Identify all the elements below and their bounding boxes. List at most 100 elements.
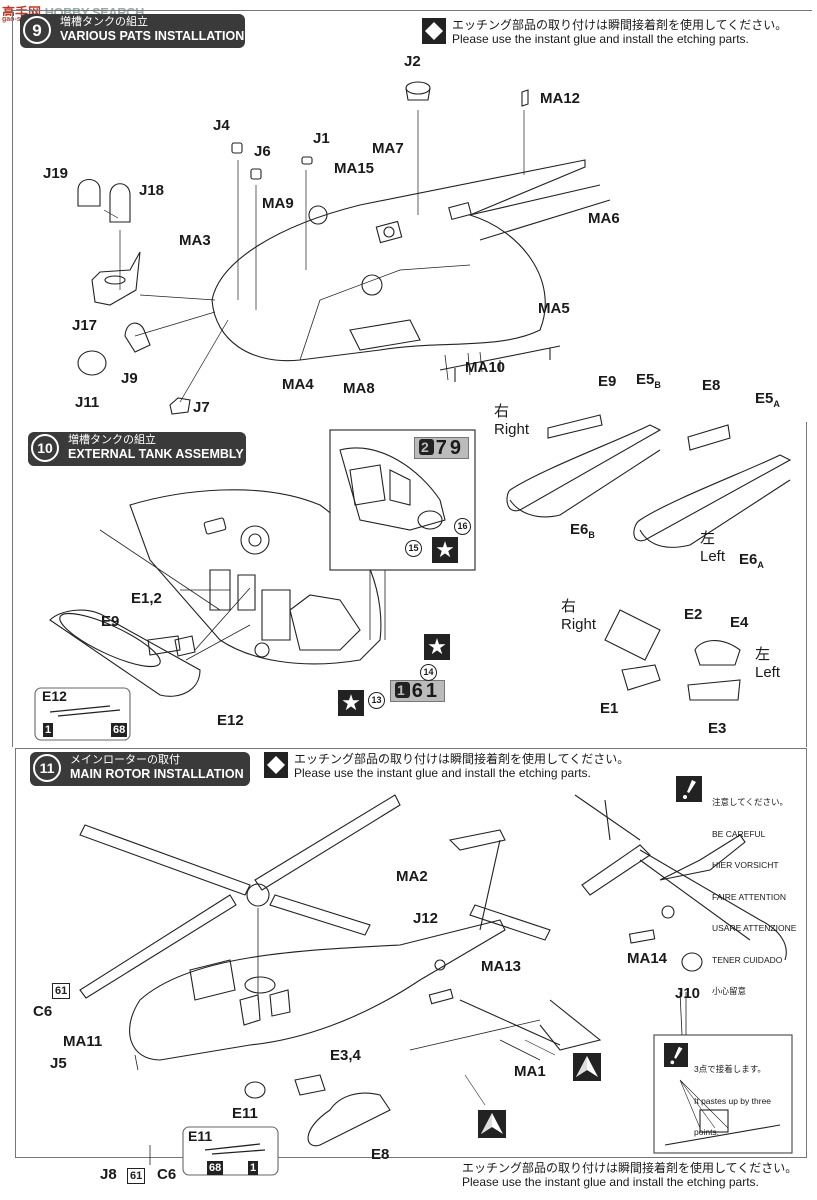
part-label-J4: J4 <box>213 117 230 134</box>
step-title-en: MAIN ROTOR INSTALLATION <box>70 767 244 781</box>
etching-note-en: Please use the instant glue and install … <box>294 766 591 780</box>
etching-note-en: Please use the instant glue and install … <box>462 1175 759 1189</box>
step-title-jp: メインローターの取付 <box>70 754 180 766</box>
three-point-note-en: points. <box>694 1127 720 1137</box>
inset-title-E12: E12 <box>42 688 67 704</box>
part-label-MA9: MA9 <box>262 195 294 212</box>
part-label-E9: E9 <box>101 613 120 630</box>
decal-callout-16: 16 <box>454 518 471 535</box>
part-label-E11: E11 <box>232 1105 258 1122</box>
part-label-E2: E2 <box>684 606 703 623</box>
side-label-jp: 右 <box>561 598 577 615</box>
step10-pylon-drawings <box>604 609 741 701</box>
color-chip-1: 1 <box>248 1161 259 1175</box>
part-label-E12: E12 <box>217 712 244 729</box>
label-subscript: A <box>757 560 764 570</box>
step9-loose-parts <box>77 81 561 415</box>
decal-callout-13: 13 <box>368 692 385 709</box>
caution-line: 注意してください。 <box>712 797 788 807</box>
step-header-10: 10 増槽タンクの組立 EXTERNAL TANK ASSEMBLY <box>28 432 246 466</box>
three-point-note-en: It pastes up by three <box>694 1095 772 1106</box>
side-label-en: Left <box>755 664 781 681</box>
caution-text: 注意してください。 BE CAREFUL HIER VORSICHT FAIRE… <box>712 776 796 1007</box>
decal-callout-15: 15 <box>405 540 422 557</box>
part-label-MA10: MA10 <box>465 359 506 376</box>
part-label-J18: J18 <box>139 182 165 199</box>
exclamation-icon <box>664 1043 688 1067</box>
part-label-MA4: MA4 <box>282 376 314 393</box>
part-label-J11: J11 <box>75 394 100 411</box>
inset-title-E11: E11 <box>188 1128 213 1144</box>
star-decal-icon: ★ <box>432 537 458 563</box>
etching-note-jp: エッチング部品の取り付けは瞬間接着剤を使用してください。 <box>462 1161 798 1175</box>
paint-code-circle: 1 <box>395 682 410 698</box>
part-label-MA8: MA8 <box>343 380 375 397</box>
paint-code-circle: 2 <box>419 439 434 455</box>
diamond-icon <box>422 18 446 44</box>
part-label-MA11: MA11 <box>63 1033 103 1050</box>
etching-note-step11: エッチング部品の取り付けは瞬間接着剤を使用してください。 Please use … <box>264 752 630 780</box>
caution-line: FAIRE ATTENTION <box>712 891 786 902</box>
step-header-11: 11 メインローターの取付 MAIN ROTOR INSTALLATION <box>30 752 250 786</box>
color-chip-1: 1 <box>43 723 54 737</box>
decal-callout-14: 14 <box>420 664 437 681</box>
label-subscript: A <box>773 399 780 409</box>
step9-fuselage-drawing <box>103 110 611 403</box>
three-point-note-jp: 3点で接着します。 <box>694 1064 766 1074</box>
color-chip-68: 68 <box>111 723 128 737</box>
part-label-E6B: E6B <box>570 521 595 540</box>
color-chip-61: 61 <box>127 1168 146 1184</box>
part-label-J7: J7 <box>193 399 210 416</box>
label-text: E5 <box>755 390 774 407</box>
side-label-jp: 左 <box>755 646 771 663</box>
diamond-icon <box>264 752 288 778</box>
label-subscript: B <box>654 380 661 390</box>
step11-fuselage-drawing <box>129 829 551 1165</box>
etching-mark-icon <box>573 1053 601 1081</box>
part-label-E3-4: E3,4 <box>330 1047 361 1064</box>
part-label-MA13: MA13 <box>481 958 522 975</box>
part-label-J9: J9 <box>121 370 138 387</box>
caution-line: TENER CUIDADO <box>712 954 783 965</box>
caution-line: 小心留意 <box>712 986 747 996</box>
caution-line: USARE ATTENZIONE <box>712 923 797 933</box>
etching-note-en: Please use the instant glue and install … <box>452 32 749 46</box>
three-point-note: 3点で接着します。 It pastes up by three points. <box>694 1043 771 1148</box>
step-header-9: 9 増槽タンクの組立 VARIOUS PATS INSTALLATION <box>20 14 245 48</box>
section-frame-step11 <box>15 748 807 1158</box>
star-decal-icon: ★ <box>338 690 364 716</box>
step10-tank-drawings <box>506 414 792 548</box>
part-label-C6: C6 <box>33 1003 53 1020</box>
star-decal-icon: ★ <box>424 634 450 660</box>
step11-tail-drawing <box>428 959 602 1051</box>
etching-note-jp: エッチング部品の取り付けは瞬間接着剤を使用してください。 <box>294 752 630 766</box>
label-subscript: B <box>588 530 595 540</box>
color-chip-68: 68 <box>207 1161 224 1175</box>
part-label-J1: J1 <box>313 130 330 147</box>
part-label-E5B: E5B <box>636 371 661 390</box>
part-label-E8-left: E8 <box>702 377 721 394</box>
etching-note-jp: エッチング部品の取り付けは瞬間接着剤を使用してください。 <box>452 18 788 32</box>
part-label-MA5: MA5 <box>538 300 570 317</box>
color-chip-61: 61 <box>52 983 71 999</box>
side-label-en: Left <box>700 548 726 565</box>
step-number: 9 <box>23 16 51 44</box>
caution-line: BE CAREFUL <box>712 828 766 839</box>
part-label-MA3: MA3 <box>179 232 211 249</box>
part-label-E9-right: E9 <box>598 373 617 390</box>
part-label-MA12: MA12 <box>540 90 581 107</box>
etching-note-top: エッチング部品の取り付けは瞬間接着剤を使用してください。 Please use … <box>422 18 788 46</box>
label-text: E6 <box>570 521 589 538</box>
part-label-J5: J5 <box>50 1055 67 1072</box>
label-text: E5 <box>636 371 655 388</box>
part-label-E8: E8 <box>371 1146 390 1163</box>
part-label-J12: J12 <box>413 910 439 927</box>
part-label-J8: J8 <box>100 1166 117 1183</box>
